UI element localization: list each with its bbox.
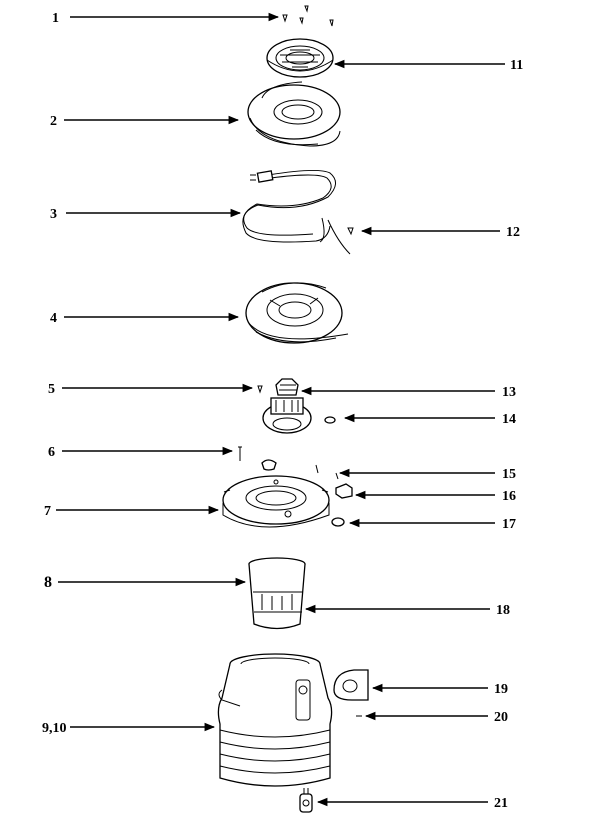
callout-20: 20: [494, 710, 508, 725]
latch-part-16: [335, 483, 353, 499]
knob-part-17: [331, 517, 345, 527]
filter-disc-part-11: [266, 38, 334, 78]
screw-part-6: [238, 446, 242, 461]
callout-21: 21: [494, 796, 508, 811]
callout-7: 7: [44, 504, 51, 519]
callout-5: 5: [48, 382, 55, 397]
callout-6: 6: [48, 445, 55, 460]
filter-cartridge-part-8: [248, 557, 306, 630]
callout-3: 3: [50, 207, 57, 222]
motor-fan-part-13: [275, 378, 299, 396]
top-cover-part-2: [247, 81, 341, 147]
callout-16: 16: [502, 489, 516, 504]
power-cord-part-3: [242, 169, 351, 255]
callout-9-10: 9,10: [42, 721, 67, 736]
nut-part-14: [324, 416, 336, 424]
callout-labels: 1 2 3 4 5 6 7 8 9,10 11 12 13 14 15 16 1…: [42, 11, 523, 811]
base-plate-part-7: [222, 475, 330, 528]
callout-14: 14: [502, 412, 516, 427]
canister-body-part-9-10: [217, 653, 333, 787]
screw-part-5: [257, 385, 263, 394]
callout-19: 19: [494, 682, 508, 697]
callout-2: 2: [50, 114, 57, 129]
callout-11: 11: [510, 58, 523, 73]
callout-1: 1: [52, 11, 59, 26]
clips-part-15: [261, 459, 339, 480]
screws-part-1: [282, 5, 334, 27]
callout-18: 18: [496, 603, 510, 618]
callout-17: 17: [502, 517, 516, 532]
callout-13: 13: [502, 385, 516, 400]
callout-4: 4: [50, 311, 57, 326]
motor-assembly: [262, 397, 312, 434]
callout-8: 8: [44, 574, 52, 591]
side-latch-part-19: [333, 669, 369, 701]
callout-15: 15: [502, 467, 516, 482]
leader-lines: [56, 12, 505, 807]
caster-part-21: [299, 788, 313, 813]
callout-12: 12: [506, 225, 520, 240]
screw-part-12: [347, 227, 354, 236]
motor-cover-part-4: [245, 282, 349, 344]
